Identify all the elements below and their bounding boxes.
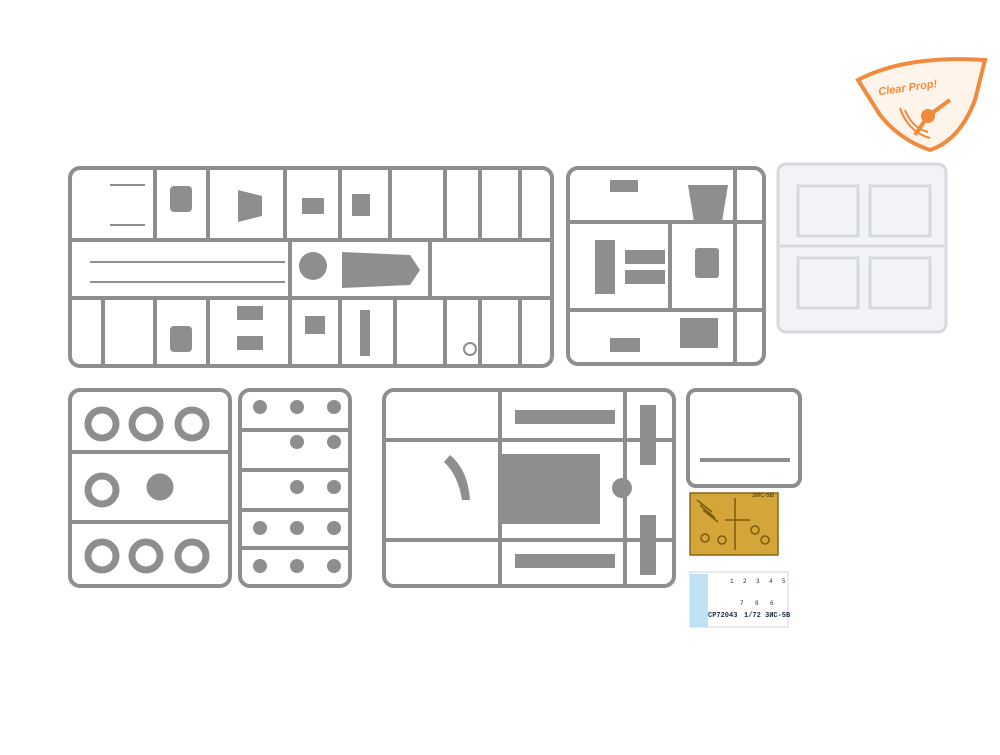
sprue-d-parts — [444, 405, 656, 575]
sprue-c — [68, 388, 352, 588]
decal-number-5: 5 — [782, 578, 786, 585]
decal-number-2: 2 — [743, 578, 747, 585]
decal-number-1: 1 — [730, 578, 734, 585]
decal-number-8: 8 — [755, 600, 759, 607]
clear-prop-logo — [855, 57, 988, 153]
decal-number-6: 6 — [770, 600, 774, 607]
sprue-a-frame-rails — [90, 184, 285, 283]
sprue-a — [68, 166, 554, 368]
decal-scale-label: 1/72 ЗИС-5В — [744, 612, 791, 620]
decal-number-4: 4 — [769, 578, 773, 585]
decal-number-7: 7 — [740, 600, 744, 607]
photoetch-fret — [689, 492, 779, 556]
decal-sheet — [689, 571, 789, 628]
clear-sprue — [776, 162, 948, 334]
decal-kit-code: CP72043 — [708, 612, 738, 620]
sprue-e — [686, 388, 802, 488]
decal-number-3: 3 — [756, 578, 760, 585]
propeller-icon — [899, 98, 952, 139]
sprue-c-wheels — [84, 406, 210, 574]
sprue-a-parts — [170, 186, 477, 356]
photoetch-label: ЗИС-5В — [752, 493, 775, 499]
sprue-c-hubs — [253, 400, 341, 573]
sprue-b — [566, 166, 766, 366]
sprue-b-parts — [595, 180, 728, 352]
